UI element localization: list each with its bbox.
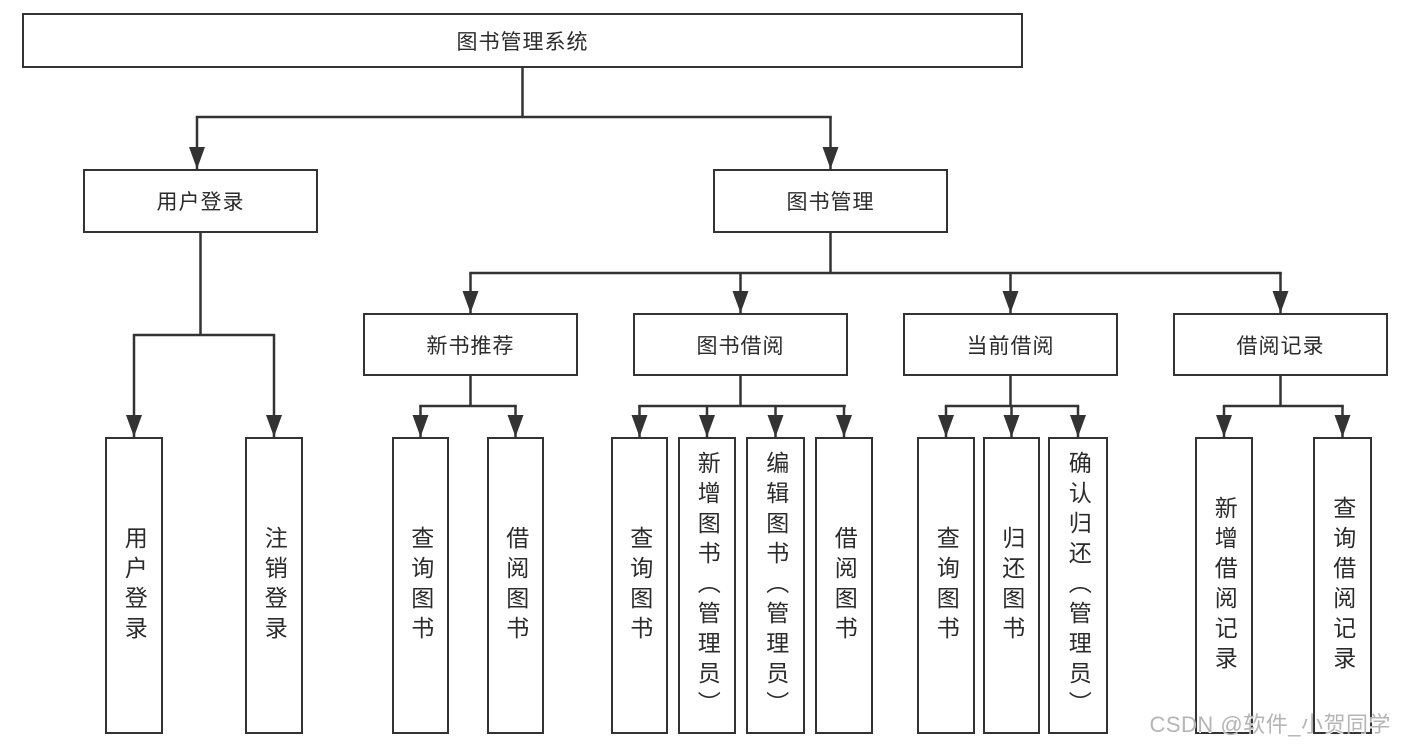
connector-current-to-leaves [938,376,1086,437]
leaf-label: 查询图书 [933,525,960,646]
connector-records-to-leaves [1216,376,1351,437]
leaf-borrow-books-recommend: 借阅图书 [487,437,544,734]
leaf-label: 归还图书 [998,525,1025,646]
connector-root-to-tier1 [189,68,839,169]
leaf-return-books: 归还图书 [983,437,1040,734]
node-borrowing-records: 借阅记录 [1173,313,1388,376]
node-current-borrowing: 当前借阅 [903,313,1118,376]
node-new-book-recommendation: 新书推荐 [363,313,578,376]
leaf-user-login: 用户登录 [105,437,163,734]
leaf-query-books-borrow: 查询图书 [611,437,668,734]
leaf-label: 确认归还（管理员） [1065,450,1092,721]
leaf-query-borrow-record: 查询借阅记录 [1313,437,1372,734]
leaf-label: 新增借阅记录 [1211,495,1238,676]
leaf-label: 注销登录 [261,525,288,646]
node-label: 图书管理系统 [456,30,589,54]
node-user-login: 用户登录 [83,169,318,233]
leaf-borrow-books: 借阅图书 [815,437,873,734]
leaf-query-books-current: 查询图书 [917,437,975,734]
node-label: 图书借阅 [696,334,785,358]
connector-mgmt-to-tier2 [462,233,1289,313]
connector-newbook-to-leaves [412,376,524,437]
node-label: 借阅记录 [1236,334,1325,358]
leaf-label: 新增图书（管理员） [694,450,721,721]
leaf-label: 编辑图书（管理员） [762,450,789,721]
leaf-label: 查询图书 [626,525,653,646]
leaf-confirm-return-admin: 确认归还（管理员） [1048,437,1108,734]
leaf-query-books-recommend: 查询图书 [392,437,449,734]
connector-borrow-to-leaves [631,376,852,437]
node-library-system: 图书管理系统 [22,13,1023,68]
connector-login-to-leaves [126,233,282,437]
node-label: 图书管理 [786,191,875,214]
leaf-add-borrow-record: 新增借阅记录 [1195,437,1253,734]
leaf-logout-login: 注销登录 [245,437,303,734]
node-book-borrowing: 图书借阅 [633,313,848,376]
leaf-label: 借阅图书 [502,525,529,646]
leaf-add-books-admin: 新增图书（管理员） [678,437,736,734]
node-label: 新书推荐 [426,334,515,358]
leaf-label: 用户登录 [121,525,148,646]
leaf-label: 查询借阅记录 [1329,495,1356,676]
node-label: 当前借阅 [966,334,1055,358]
node-book-management: 图书管理 [713,169,948,233]
node-label: 用户登录 [156,191,245,214]
csdn-watermark: CSDN @软件_小贺同学 [1149,712,1391,737]
leaf-edit-books-admin: 编辑图书（管理员） [746,437,805,734]
leaf-label: 借阅图书 [831,525,858,646]
leaf-label: 查询图书 [407,525,434,646]
